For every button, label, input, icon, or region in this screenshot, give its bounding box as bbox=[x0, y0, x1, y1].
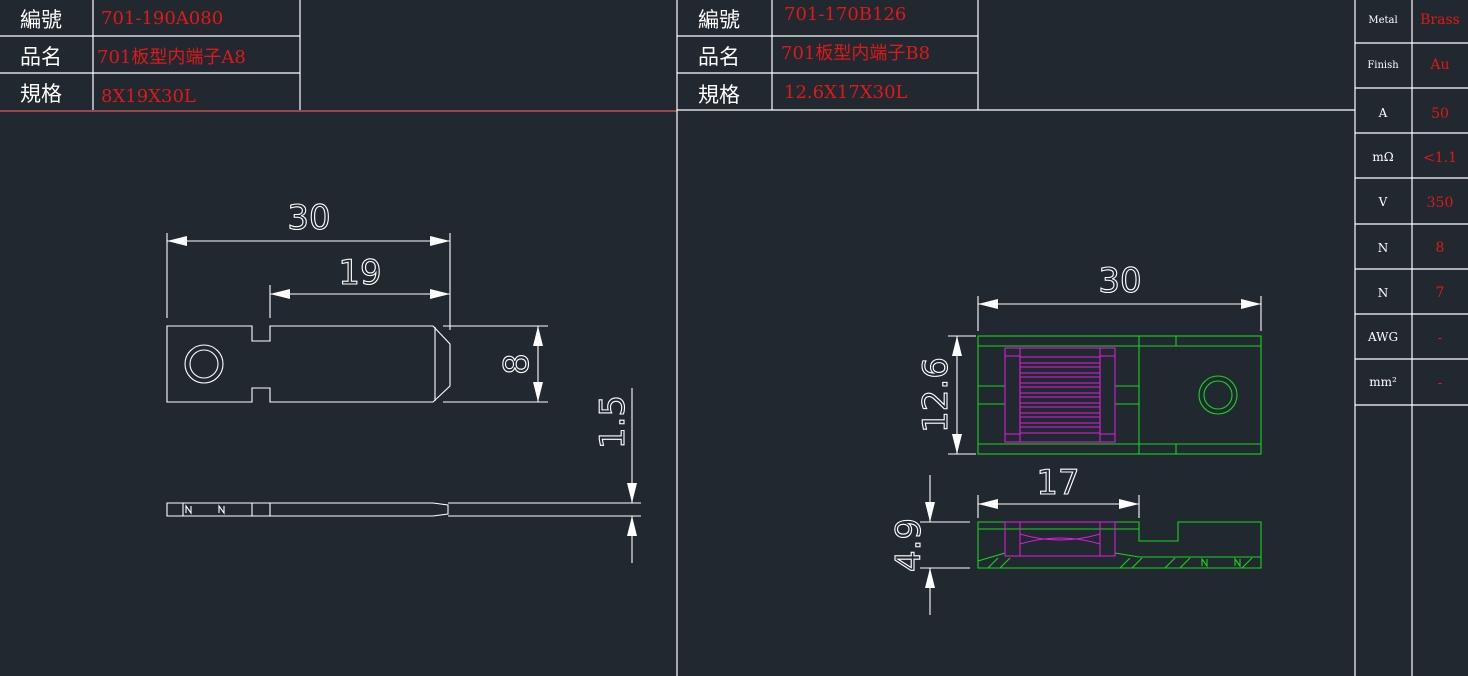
left-header-table bbox=[0, 0, 301, 110]
spec-table-grid bbox=[1354, 0, 1468, 676]
spec-value-force-1: 8 bbox=[1436, 240, 1445, 256]
right-dim-overall-length: 30 bbox=[1098, 261, 1141, 301]
spec-label-area: mm² bbox=[1369, 375, 1397, 389]
left-spec-value: 8X19X30L bbox=[101, 86, 196, 107]
right-dim-width: 12.6 bbox=[916, 357, 956, 433]
left-part-top-view bbox=[166, 325, 451, 403]
right-name-label: 品名 bbox=[698, 45, 740, 69]
spec-value-voltage: 350 bbox=[1427, 195, 1454, 211]
spec-value-finish: Au bbox=[1429, 57, 1449, 73]
spec-label-finish: Finish bbox=[1367, 60, 1399, 71]
left-dim-thickness: 1.5 bbox=[593, 395, 633, 449]
spec-label-awg: AWG bbox=[1367, 330, 1398, 344]
right-header-text: 編號 701-170B126 品名 701板型内端子B8 規格 12.6X17X… bbox=[698, 4, 930, 107]
left-spec-label: 規格 bbox=[20, 82, 62, 106]
spec-table-text: Metal Brass Finish Au A 50 mΩ <1.1 V 350… bbox=[1367, 12, 1460, 391]
left-dimension-texts: 30 19 8 1.5 bbox=[287, 197, 634, 449]
spec-value-current: 50 bbox=[1431, 106, 1449, 122]
right-header-table bbox=[677, 0, 1355, 111]
right-part-side-view bbox=[977, 521, 1262, 569]
left-code-label: 編號 bbox=[20, 8, 62, 32]
right-dimension-texts: 30 12.6 17 4.9 bbox=[888, 260, 1142, 572]
spec-value-resistance: <1.1 bbox=[1423, 150, 1457, 166]
spec-label-metal: Metal bbox=[1368, 15, 1397, 26]
spec-label-resistance: mΩ bbox=[1372, 150, 1393, 164]
right-dim-height: 4.9 bbox=[889, 518, 929, 572]
spec-value-awg: - bbox=[1438, 330, 1443, 346]
left-code-value: 701-190A080 bbox=[101, 8, 223, 29]
left-dimension-lines bbox=[166, 233, 637, 563]
left-name-label: 品名 bbox=[20, 45, 62, 69]
right-dim-spring-length: 17 bbox=[1036, 463, 1079, 503]
left-name-value: 701板型内端子A8 bbox=[97, 47, 246, 68]
right-code-label: 編號 bbox=[698, 8, 740, 32]
spec-value-metal: Brass bbox=[1420, 12, 1460, 28]
right-name-value: 701板型内端子B8 bbox=[781, 43, 930, 64]
spec-label-current: A bbox=[1378, 106, 1388, 120]
spec-value-force-2: 7 bbox=[1436, 285, 1445, 301]
spec-label-voltage: V bbox=[1378, 195, 1388, 209]
left-dim-overall-length: 30 bbox=[287, 198, 330, 238]
right-spec-label: 規格 bbox=[698, 83, 740, 107]
left-part-side-view bbox=[166, 502, 641, 517]
right-spec-value: 12.6X17X30L bbox=[784, 82, 908, 103]
right-part-top-view bbox=[977, 335, 1262, 455]
left-dim-slot-length: 19 bbox=[338, 253, 381, 293]
right-code-value: 701-170B126 bbox=[784, 4, 906, 25]
right-dimension-lines bbox=[920, 296, 1262, 615]
left-dim-width: 8 bbox=[497, 353, 537, 375]
spec-value-area: - bbox=[1438, 375, 1443, 391]
spec-label-force-1: N bbox=[1378, 241, 1389, 255]
left-header-text: 編號 701-190A080 品名 701板型内端子A8 規格 8X19X30L bbox=[20, 8, 246, 107]
spec-label-force-2: N bbox=[1378, 286, 1389, 300]
